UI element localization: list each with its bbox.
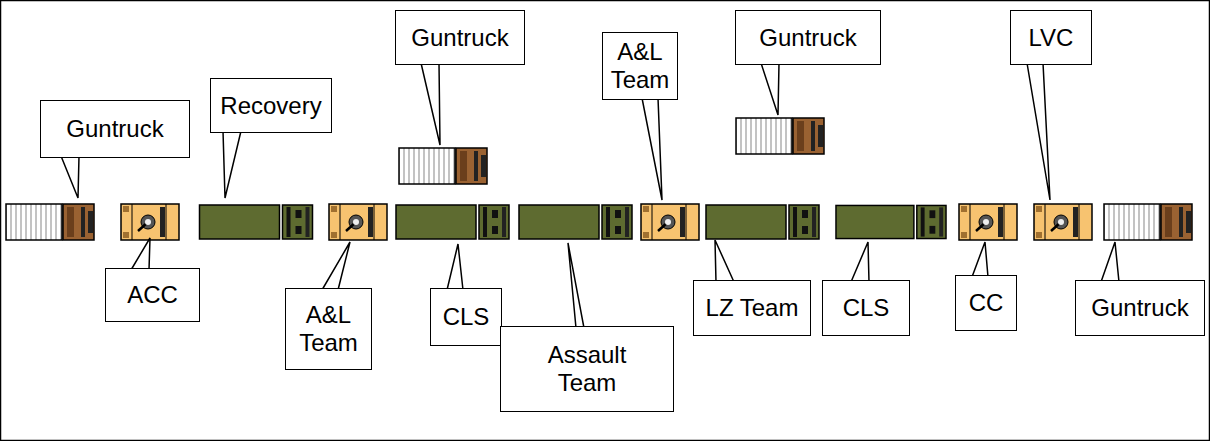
callout-label: CLS	[443, 303, 490, 331]
callout-label: LZ Team	[706, 294, 799, 322]
callout-label: A&L Team	[292, 301, 365, 356]
callout-label: Guntruck	[66, 115, 163, 143]
guntruck-icon	[736, 118, 824, 154]
callout-box: LZ Team	[693, 280, 811, 336]
callout-box: Guntruck	[395, 10, 525, 65]
callout-box: LVC	[1010, 10, 1092, 65]
truck-icon	[706, 205, 819, 239]
callout-pointer	[131, 238, 150, 270]
truck-icon	[396, 205, 509, 239]
callout-label: Guntruck	[759, 24, 856, 52]
callout-box: Guntruck	[1075, 280, 1205, 336]
callout-pointer	[972, 242, 988, 277]
callout-pointer	[61, 156, 79, 198]
callout-box: Assault Team	[500, 326, 674, 412]
humvee-icon	[121, 204, 179, 240]
callout-pointer	[715, 240, 734, 282]
callout-label: A&L Team	[609, 38, 671, 93]
humvee-icon	[1034, 204, 1092, 240]
guntruck-icon	[6, 204, 94, 240]
callout-box: Guntruck	[735, 10, 881, 65]
guntruck-icon	[399, 148, 487, 184]
callout-pointer	[1027, 63, 1050, 200]
callout-pointer	[568, 243, 584, 328]
truck-icon	[519, 205, 632, 239]
callout-box: Guntruck	[40, 100, 190, 158]
callout-label: ACC	[127, 281, 178, 309]
guntruck-icon	[1104, 204, 1192, 240]
callout-label: LVC	[1029, 24, 1074, 52]
callout-label: Guntruck	[1091, 294, 1188, 322]
truck-icon	[200, 205, 313, 239]
callout-pointer	[421, 63, 440, 145]
callout-pointer	[851, 242, 869, 282]
callout-pointer	[642, 98, 662, 200]
callout-box: A&L Team	[285, 288, 372, 370]
callout-label: Guntruck	[411, 24, 508, 52]
callout-box: CC	[955, 275, 1017, 331]
callout-box: CLS	[430, 288, 502, 346]
callout-box: CLS	[822, 280, 910, 336]
humvee-icon	[959, 204, 1017, 240]
callout-box: Recovery	[210, 78, 332, 133]
callout-pointer	[1101, 242, 1119, 282]
callout-box: A&L Team	[602, 32, 678, 100]
truck-icon	[836, 205, 946, 238]
callout-pointer	[223, 131, 241, 198]
humvee-icon	[329, 204, 387, 240]
callout-box: ACC	[105, 268, 200, 322]
callout-label: Recovery	[220, 92, 321, 120]
callout-label: CLS	[843, 294, 890, 322]
callout-label: Assault Team	[526, 341, 648, 396]
humvee-icon	[641, 204, 699, 240]
callout-pointer	[447, 244, 463, 290]
callout-label: CC	[969, 289, 1004, 317]
callout-pointer	[761, 63, 779, 115]
callout-pointer	[322, 242, 350, 290]
